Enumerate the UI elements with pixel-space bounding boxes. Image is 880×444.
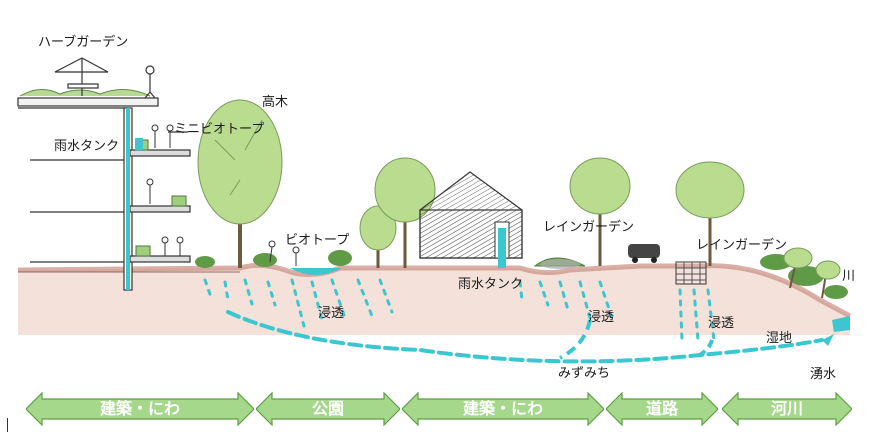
zone-label: 建築・にわ [462,399,543,418]
apartment-building [17,97,191,291]
label-rain-tank-center: 雨水タンク [458,277,524,292]
label-mini-biotope: ミニビオトープ [174,122,265,137]
label-tall-tree: 高木 [262,95,289,110]
label-infiltration-center: 浸透 [588,310,615,325]
waterway-branch-right [698,339,714,357]
zone-arrow-architecture-garden-center: 建築・にわ [402,392,604,426]
tall-tree [197,99,283,268]
zone-label: 道路 [645,399,678,418]
tree-near-house [374,157,436,268]
rain-tank-center-icon [498,228,506,268]
roof-garden-plants [19,89,151,97]
zone-arrow-architecture-garden-left: 建築・にわ [26,392,254,426]
balcony-people [146,124,184,256]
zone-arrow-road: 道路 [606,392,718,426]
rain-tank-left-icon [135,138,143,150]
zone-label: 河川 [770,399,803,418]
label-infiltration-left: 浸透 [318,306,345,321]
label-biotope: ビオトープ [285,233,350,248]
mini-biotope-planters [135,139,187,257]
child-figures [268,240,300,266]
label-infiltration-right: 浸透 [708,316,735,331]
label-waterway: みずみち [558,366,611,381]
small-tree [359,205,397,268]
label-herb-garden: ハーブガーデン [38,35,129,50]
tree-road [675,161,745,266]
text-cursor [7,418,8,432]
waterway-branch-center [559,319,592,360]
river-water [832,316,850,332]
label-wetland: 湿地 [766,331,793,346]
river-bank-vegetation [760,254,848,299]
rain-garden-right [675,261,707,285]
river-trees [783,247,841,299]
parasol-icon [54,57,109,96]
zone-arrow-park: 公園 [256,392,400,426]
zone-label: 建築・にわ [99,399,180,418]
ground-surface-line [17,262,852,319]
waterway-flow [226,310,824,364]
infiltration-dashes [203,278,716,342]
spring-arrow [822,334,834,346]
house [419,171,523,259]
label-rain-tank-left: 雨水タンク [54,139,120,154]
label-spring: 湧水 [810,367,837,382]
tree-center-right [569,157,631,266]
rain-garden-center [533,257,586,269]
car-icon [628,244,660,263]
person-icon [144,65,156,99]
zone-arrow-river: 河川 [722,392,852,426]
label-river: 川 [842,269,856,284]
label-rain-garden-right: レインガーデン [696,238,788,253]
label-rain-garden-center: レインガーデン [543,220,635,235]
zone-label: 公園 [311,399,344,418]
biotope-pond [290,268,342,275]
